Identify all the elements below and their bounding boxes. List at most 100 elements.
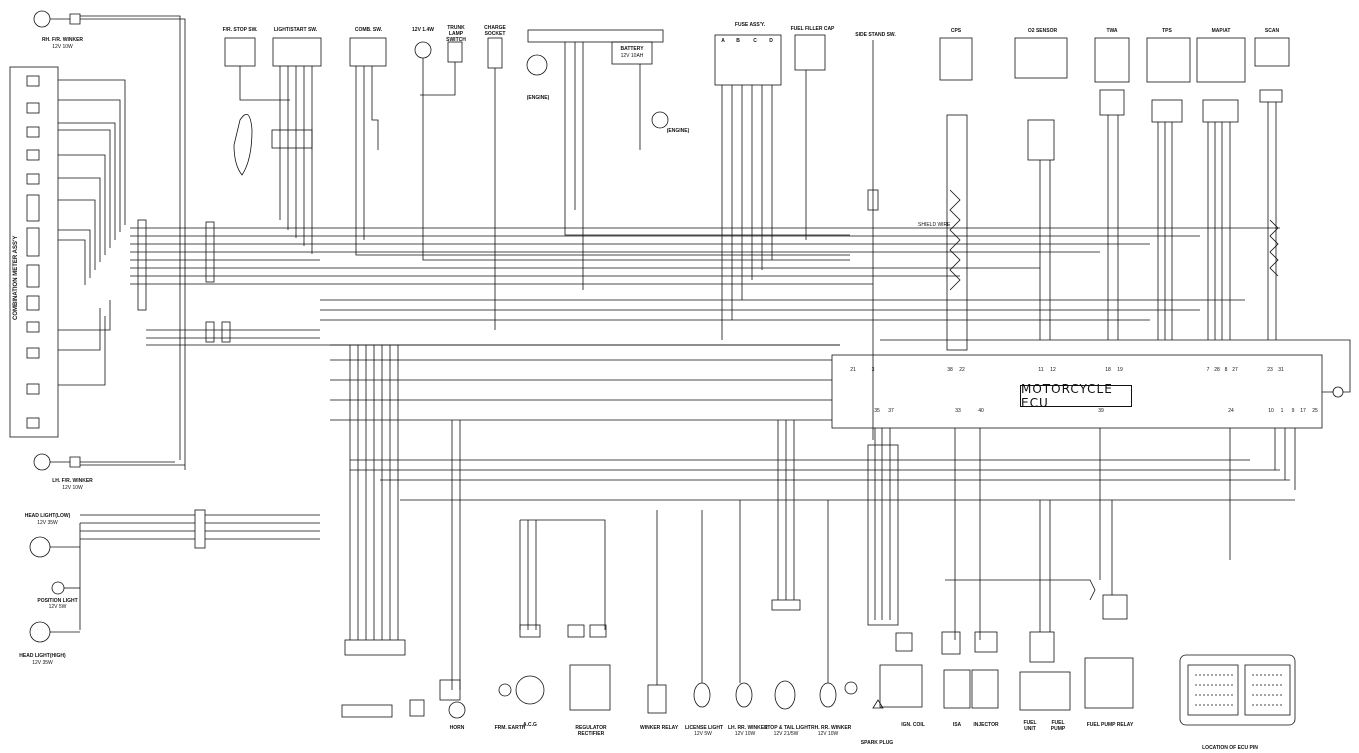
head-light-connector bbox=[194, 509, 206, 549]
position-light-label: POSITION LIGHT bbox=[37, 598, 78, 604]
license-light-rating: 12V 5W bbox=[694, 731, 712, 737]
fuse-assy-box bbox=[714, 34, 782, 86]
spark-plug bbox=[872, 699, 884, 709]
ign-coil-label: IGN. COIL bbox=[901, 722, 925, 728]
battery-label: BATTERY bbox=[620, 46, 644, 52]
ecu-pin: 25 bbox=[1312, 408, 1318, 414]
ecu-pin: 12 bbox=[1050, 367, 1056, 373]
ecu-pin: 8 bbox=[1224, 367, 1228, 373]
meter-indicators bbox=[26, 75, 40, 429]
rh-winker-rating: 12V 10W bbox=[52, 44, 73, 50]
fuel-pump-relay bbox=[1084, 657, 1134, 709]
head-light-low-bulb bbox=[29, 536, 51, 558]
ecu-pin: 21 bbox=[850, 367, 856, 373]
frm-earth-label: FRM. EARTH bbox=[494, 725, 526, 731]
ecu-pin: 23 bbox=[1267, 367, 1273, 373]
ecu-pin: 37 bbox=[888, 408, 894, 414]
fuel-pump-label: FUEL PUMP bbox=[1050, 720, 1066, 732]
ecu-pin: 33 bbox=[955, 408, 961, 414]
acg-label: A.C.G bbox=[523, 722, 537, 728]
battery-rating: 12V 10AH bbox=[620, 53, 644, 59]
comb-switch bbox=[349, 37, 387, 67]
trunk-lamp-switch bbox=[447, 41, 463, 63]
isa bbox=[943, 669, 971, 709]
tps-sensor bbox=[1146, 37, 1191, 83]
fuel-unit-pump bbox=[1019, 671, 1071, 711]
location-ecu-pin-label: LOCATION OF ECU PIN bbox=[1202, 745, 1258, 751]
position-light-rating: 12V 5W bbox=[48, 604, 67, 610]
start-motor bbox=[233, 113, 253, 176]
lamp-12v-label: 12V 1.4W bbox=[412, 27, 434, 33]
ecu-pin: 9 bbox=[1291, 408, 1295, 414]
acg bbox=[515, 675, 545, 705]
regulator-rectifier-label: REGULATOR RECTIFIER bbox=[575, 725, 607, 737]
ecu-pin-layout bbox=[1179, 654, 1296, 726]
stop-tail-light bbox=[774, 680, 796, 710]
injector-label: INJECTOR bbox=[973, 722, 999, 728]
cps-shield-wire bbox=[949, 189, 961, 291]
cps-label: CPS bbox=[950, 28, 962, 34]
fuel-pump-relay-label: FUEL PUMP RELAY bbox=[1086, 722, 1134, 728]
ecu-pin: 11 bbox=[1038, 367, 1044, 373]
injector bbox=[971, 669, 999, 709]
mapat-sensor bbox=[1196, 37, 1246, 83]
lh-rr-winker bbox=[735, 682, 753, 708]
winker-relay bbox=[647, 684, 667, 714]
fuse-a: A bbox=[721, 38, 725, 44]
twa-sensor bbox=[1094, 37, 1130, 83]
head-light-low-rating: 12V 35W bbox=[37, 520, 58, 526]
light-start-connector bbox=[271, 129, 313, 149]
side-stand-sw-label: SIDE STAND SW. bbox=[855, 32, 896, 38]
lh-winker-bulb bbox=[33, 453, 51, 471]
head-light-high-rating: 12V 35W bbox=[32, 660, 53, 666]
horn-label: HORN bbox=[449, 725, 465, 731]
lamp-12v bbox=[414, 41, 432, 59]
lh-rr-winker-label: LH. RR. WINKER bbox=[728, 725, 768, 731]
o2-sensor bbox=[1014, 37, 1068, 79]
injector-connector bbox=[974, 631, 998, 653]
frm-earth bbox=[498, 683, 512, 697]
ecu-pin: 31 bbox=[1278, 367, 1284, 373]
charge-socket-label: CHARGE SOCKET bbox=[484, 25, 506, 37]
motorcycle-ecu-title: MOTORCYCLE ECU bbox=[1020, 382, 1132, 410]
ign-coil bbox=[879, 664, 923, 708]
regulator-rectifier bbox=[569, 664, 611, 711]
meter-assy-label: COMBINATION METER ASS'Y bbox=[13, 235, 19, 320]
fr-stop-switch bbox=[224, 37, 256, 67]
tps-label: TPS bbox=[1162, 28, 1172, 34]
fuse-b: B bbox=[736, 38, 740, 44]
ecu-pin: 1 bbox=[1280, 408, 1284, 414]
ecu-pin: 28 bbox=[1214, 367, 1220, 373]
ecu-pin: 7 bbox=[1206, 367, 1210, 373]
fuse-assy-label: FUSE ASS'Y. bbox=[734, 22, 766, 28]
ecu-pin: 19 bbox=[1117, 367, 1123, 373]
scan-connector bbox=[1254, 37, 1290, 67]
ecu-pin: 27 bbox=[1232, 367, 1238, 373]
scan-label: SCAN bbox=[1264, 28, 1280, 34]
shield-wire-label: SHIELD WIRE bbox=[918, 222, 951, 228]
rh-winker-bulb bbox=[33, 10, 51, 28]
mapat-label: MAP/AT bbox=[1211, 28, 1231, 34]
stop-tail-light-label: STOP & TAIL LIGHT bbox=[764, 725, 811, 731]
charge-socket bbox=[487, 37, 503, 69]
fuel-filler-cap bbox=[794, 34, 826, 71]
spark-plug-label: SPARK PLUG bbox=[860, 740, 894, 746]
engine-motor bbox=[526, 54, 548, 76]
fuse-d: D bbox=[769, 38, 773, 44]
cps-sensor bbox=[939, 37, 973, 81]
ecu-box bbox=[831, 354, 1323, 429]
rh-rr-winker bbox=[819, 682, 837, 708]
twa-label: TWA bbox=[1106, 28, 1118, 34]
ecu-pin: 17 bbox=[1300, 408, 1306, 414]
fuel-unit-label: FUEL UNIT bbox=[1023, 720, 1037, 732]
lh-rr-winker-rating: 12V 10W bbox=[734, 731, 756, 737]
ign-coil-lines bbox=[874, 428, 891, 620]
bottom-harness-connector bbox=[344, 639, 406, 656]
license-light-label: LICENSE LIGHT bbox=[685, 725, 724, 731]
ecu-pin: 35 bbox=[874, 408, 880, 414]
ecu-pin: 3 bbox=[871, 367, 875, 373]
o2-sensor-label: O2 SENSOR bbox=[1027, 28, 1058, 34]
ecu-pin: 38 bbox=[947, 367, 953, 373]
head-light-low-label: HEAD LIGHT(LOW) bbox=[24, 513, 71, 519]
